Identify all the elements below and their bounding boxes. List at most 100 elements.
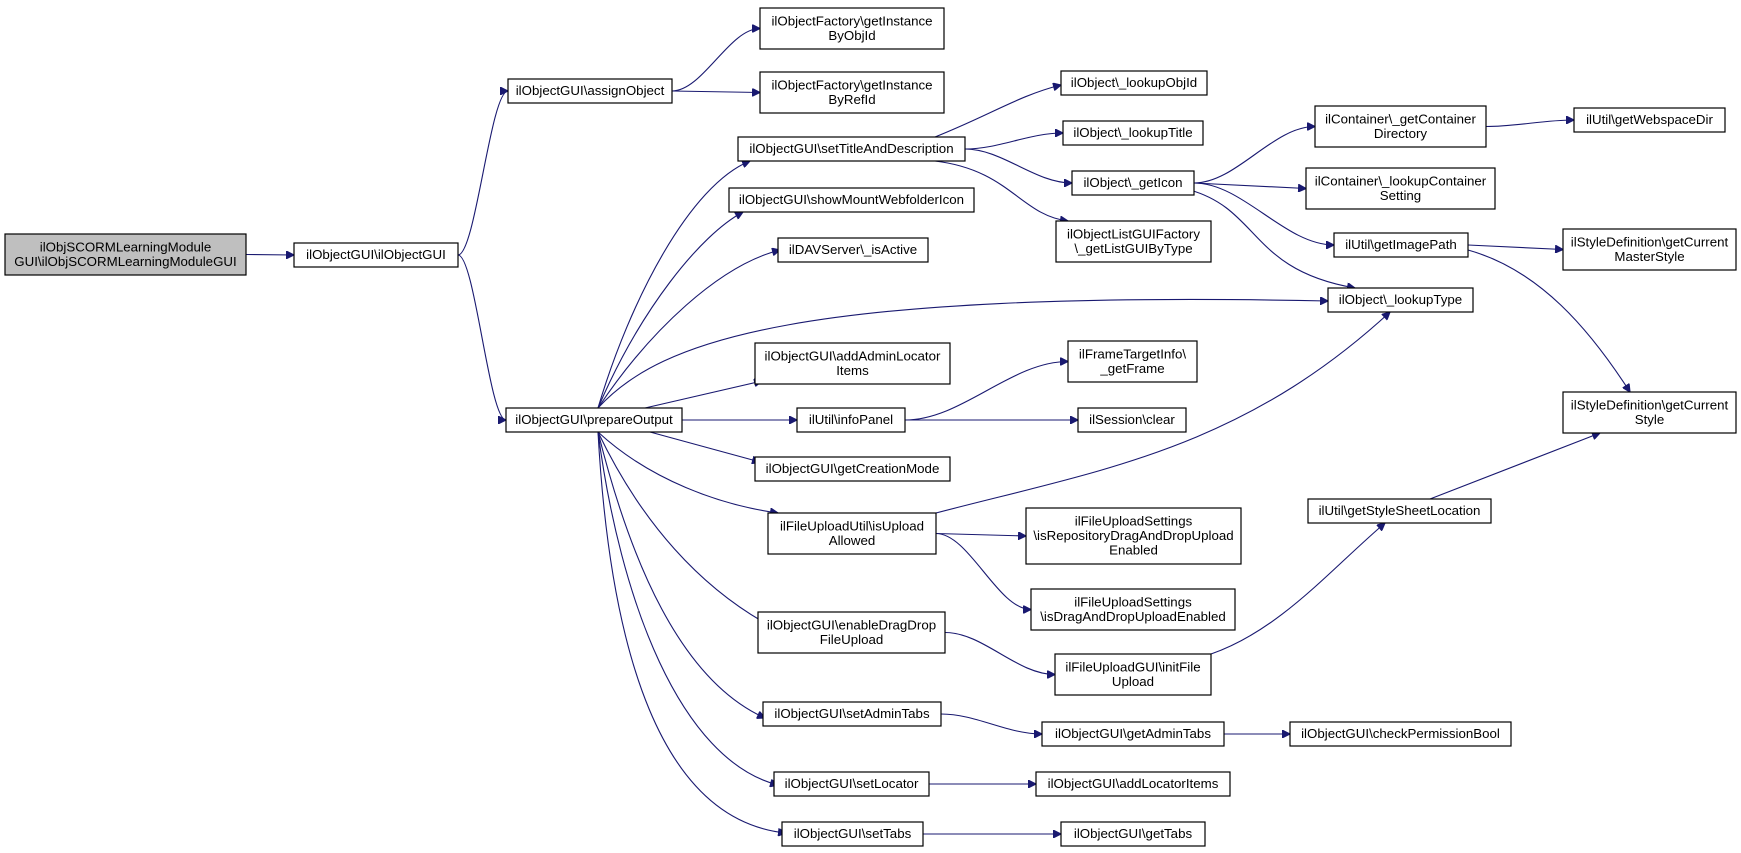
node-box bbox=[1030, 588, 1236, 631]
edge-getContainerDirectory-to-getWebspaceDir bbox=[1485, 120, 1574, 128]
node-box bbox=[1060, 821, 1206, 847]
node-sessionClear[interactable]: ilSession\clear bbox=[1077, 407, 1187, 433]
node-box bbox=[1333, 232, 1469, 258]
node-label: ilObjectGUI\enableDragDrop bbox=[767, 617, 936, 632]
node-getImagePath[interactable]: ilUtil\getImagePath bbox=[1333, 232, 1469, 258]
node-setTabs[interactable]: ilObjectGUI\setTabs bbox=[781, 821, 924, 847]
edges bbox=[245, 29, 1630, 835]
node-box bbox=[1305, 167, 1496, 210]
node-label: ilObjectGUI\getTabs bbox=[1074, 826, 1193, 841]
edge-prepareOutput-to-enableDragDropFileUpload bbox=[597, 431, 778, 630]
node-getListGUIByType[interactable]: ilObjectListGUIFactory\_getListGUIByType bbox=[1055, 220, 1212, 263]
node-box bbox=[1289, 721, 1512, 747]
node-isActive[interactable]: ilDAVServer\_isActive bbox=[777, 237, 929, 263]
node-showMountWebfolderIcon[interactable]: ilObjectGUI\showMountWebfolderIcon bbox=[728, 187, 975, 213]
edge-setTitleAndDescription-to-getIcon bbox=[964, 148, 1072, 183]
node-getStyleSheetLocation[interactable]: ilUtil\getStyleSheetLocation bbox=[1307, 498, 1492, 524]
node-lookupObjId[interactable]: ilObject\_lookupObjId bbox=[1060, 70, 1208, 96]
edge-setTitleAndDescription-to-getListGUIByType bbox=[934, 160, 1068, 221]
edge-prepareOutput-to-addAdminLocatorItems bbox=[644, 381, 762, 409]
node-label: Upload bbox=[1112, 674, 1154, 689]
node-box bbox=[757, 611, 946, 654]
node-box bbox=[293, 242, 459, 268]
edge-prepareOutput-to-isUploadAllowed bbox=[597, 431, 778, 513]
node-box bbox=[1041, 721, 1225, 747]
node-label: ilObjectGUI\ilObjectGUI bbox=[306, 247, 446, 262]
node-label: ilObjectFactory\getInstance bbox=[771, 77, 932, 92]
edge-prepareOutput-to-lookupType bbox=[597, 299, 1328, 409]
node-setAdminTabs[interactable]: ilObjectGUI\setAdminTabs bbox=[762, 701, 942, 727]
node-box bbox=[1062, 120, 1204, 146]
node-label: ilUtil\getImagePath bbox=[1345, 237, 1457, 252]
node-label: Items bbox=[836, 363, 869, 378]
node-setLocator[interactable]: ilObjectGUI\setLocator bbox=[773, 771, 930, 797]
node-label: ilFileUploadSettings bbox=[1075, 514, 1193, 529]
node-lookupTitle[interactable]: ilObject\_lookupTitle bbox=[1062, 120, 1204, 146]
node-label: ilObject\_lookupTitle bbox=[1073, 125, 1192, 140]
edge-assignObject-to-getInstanceByRefId bbox=[671, 91, 760, 93]
node-getAdminTabs[interactable]: ilObjectGUI\getAdminTabs bbox=[1041, 721, 1225, 747]
edge-ctor-to-prepareOutput bbox=[457, 254, 506, 420]
edge-setTitleAndDescription-to-lookupTitle bbox=[964, 133, 1063, 150]
node-addLocatorItems[interactable]: ilObjectGUI\addLocatorItems bbox=[1035, 771, 1231, 797]
node-label: ilObjectGUI\addAdminLocator bbox=[765, 348, 941, 363]
edge-assignObject-to-getInstanceByObjId bbox=[671, 29, 760, 92]
node-box bbox=[1314, 105, 1487, 148]
node-checkPermissionBool[interactable]: ilObjectGUI\checkPermissionBool bbox=[1289, 721, 1512, 747]
node-box bbox=[737, 136, 966, 162]
node-prepareOutput[interactable]: ilObjectGUI\prepareOutput bbox=[505, 407, 683, 433]
node-label: ilUtil\getWebspaceDir bbox=[1586, 112, 1713, 127]
node-box bbox=[507, 78, 673, 104]
node-getTabs[interactable]: ilObjectGUI\getTabs bbox=[1060, 821, 1206, 847]
node-box bbox=[762, 701, 942, 727]
edge-getImagePath-to-getCurrentMasterStyle bbox=[1467, 244, 1563, 250]
node-label: \isRepositoryDragAndDropUpload bbox=[1033, 528, 1233, 543]
node-label: \isDragAndDropUploadEnabled bbox=[1040, 609, 1226, 624]
node-getCreationMode[interactable]: ilObjectGUI\getCreationMode bbox=[754, 456, 951, 482]
node-box bbox=[1035, 771, 1231, 797]
node-root[interactable]: ilObjSCORMLearningModuleGUI\ilObjSCORMLe… bbox=[4, 233, 247, 276]
edge-prepareOutput-to-isActive bbox=[597, 250, 780, 409]
node-isDragAndDropUploadEnabled[interactable]: ilFileUploadSettings\isDragAndDropUpload… bbox=[1030, 588, 1236, 631]
node-assignObject[interactable]: ilObjectGUI\assignObject bbox=[507, 78, 673, 104]
node-label: ilObjectGUI\prepareOutput bbox=[515, 412, 673, 427]
node-box bbox=[1055, 220, 1212, 263]
node-getFrame[interactable]: ilFrameTargetInfo\_getFrame bbox=[1067, 340, 1198, 383]
edge-prepareOutput-to-setTitleAndDescription bbox=[597, 161, 750, 409]
edge-getIcon-to-lookupContainerSetting bbox=[1193, 182, 1306, 189]
node-box bbox=[754, 456, 951, 482]
node-getWebspaceDir[interactable]: ilUtil\getWebspaceDir bbox=[1573, 107, 1726, 133]
node-label: _getFrame bbox=[1099, 361, 1164, 376]
edge-getImagePath-to-getCurrentStyle bbox=[1467, 249, 1630, 392]
node-ctor[interactable]: ilObjectGUI\ilObjectGUI bbox=[293, 242, 459, 268]
node-label: \_getListGUIByType bbox=[1074, 241, 1192, 256]
node-box bbox=[1327, 287, 1474, 313]
edge-prepareOutput-to-setLocator bbox=[597, 431, 778, 785]
node-label: ilObjectGUI\setTabs bbox=[794, 826, 912, 841]
edge-getIcon-to-getContainerDirectory bbox=[1193, 127, 1315, 184]
edge-setAdminTabs-to-getAdminTabs bbox=[940, 713, 1042, 734]
node-label: ilObjectGUI\getCreationMode bbox=[766, 461, 940, 476]
node-lookupType[interactable]: ilObject\_lookupType bbox=[1327, 287, 1474, 313]
edge-initFileUpload-to-getStyleSheetLocation bbox=[1210, 523, 1385, 655]
node-label: ilFileUploadSettings bbox=[1074, 594, 1192, 609]
node-getIcon[interactable]: ilObject\_getIcon bbox=[1071, 170, 1195, 196]
node-infoPanel[interactable]: ilUtil\infoPanel bbox=[796, 407, 906, 433]
node-label: ilStyleDefinition\getCurrent bbox=[1571, 234, 1729, 249]
node-label: ilObjectListGUIFactory bbox=[1067, 226, 1200, 241]
node-label: FileUpload bbox=[820, 632, 884, 647]
node-isRepositoryDragAndDropUploadEnabled[interactable]: ilFileUploadSettings\isRepositoryDragAnd… bbox=[1025, 507, 1242, 565]
node-label: ilObjectGUI\showMountWebfolderIcon bbox=[739, 192, 964, 207]
node-label: ilObjectGUI\addLocatorItems bbox=[1048, 776, 1219, 791]
node-setTitleAndDescription[interactable]: ilObjectGUI\setTitleAndDescription bbox=[737, 136, 966, 162]
